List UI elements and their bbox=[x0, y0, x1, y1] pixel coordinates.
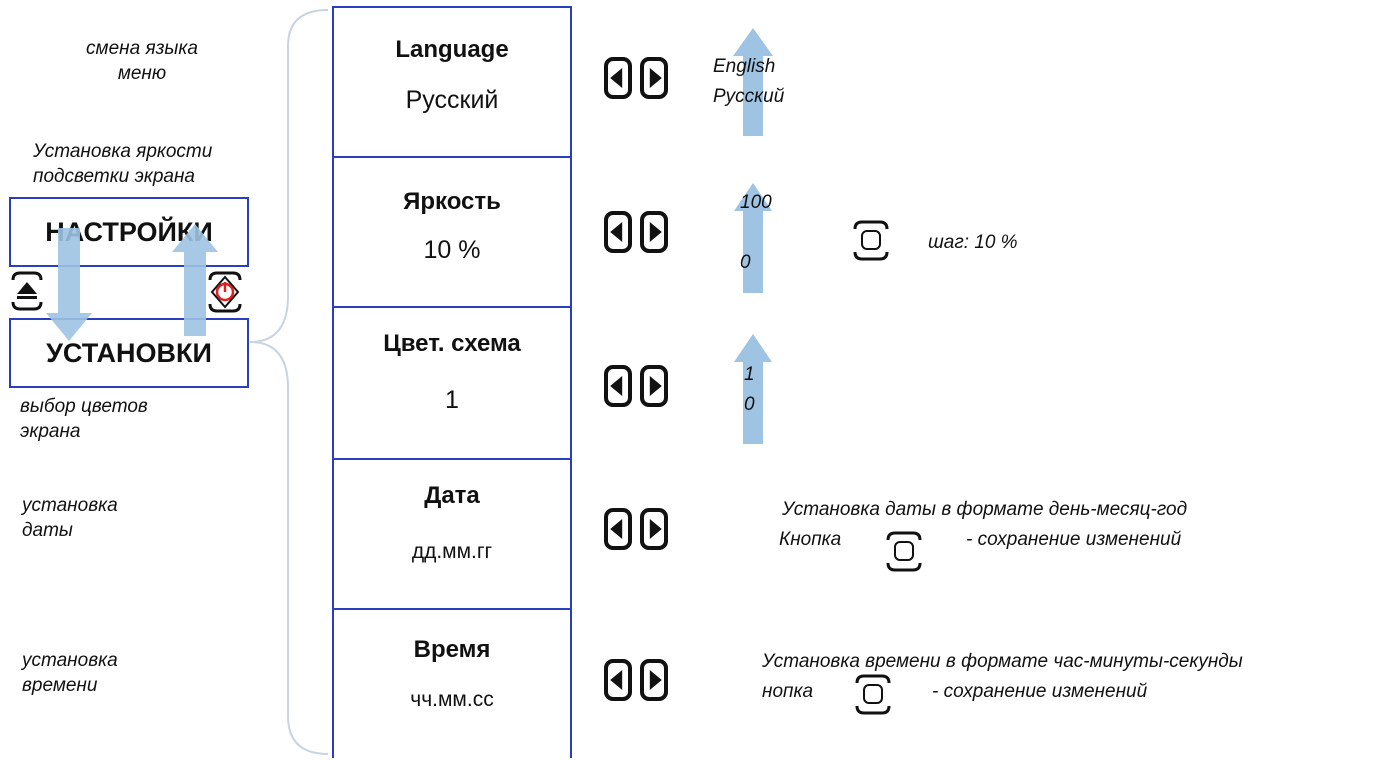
right-key-icon[interactable] bbox=[640, 508, 668, 550]
row-brightness-value: 10 % bbox=[423, 236, 481, 264]
language-scale-arrow bbox=[733, 28, 773, 136]
note-menu-language: смена языка меню bbox=[86, 38, 198, 84]
brace bbox=[249, 9, 329, 755]
scheme-max: 1 bbox=[744, 364, 755, 385]
row-language[interactable]: Language Русский bbox=[334, 8, 570, 158]
brightness-max: 100 bbox=[740, 192, 772, 213]
ok-key-icon[interactable] bbox=[886, 530, 922, 572]
left-right-keys-icon[interactable] bbox=[604, 659, 668, 701]
right-key-icon[interactable] bbox=[640, 659, 668, 701]
up-arrow bbox=[172, 224, 218, 336]
language-option-russian: Русский bbox=[713, 86, 785, 107]
row-brightness[interactable]: Яркость 10 % bbox=[334, 158, 570, 308]
ok-key-icon[interactable] bbox=[853, 219, 889, 261]
note-color-scheme: выбор цветов экрана bbox=[20, 396, 148, 442]
setup-menu-box[interactable]: УСТАНОВКИ bbox=[9, 318, 249, 388]
row-color-scheme-title: Цвет. схема bbox=[383, 330, 521, 357]
row-date[interactable]: Дата дд.мм.гг bbox=[334, 460, 570, 610]
right-key-icon[interactable] bbox=[640, 365, 668, 407]
row-time[interactable]: Время чч.мм.сс bbox=[334, 610, 570, 760]
date-note-line1: Установка даты в формате день-месяц-год bbox=[782, 499, 1188, 520]
right-key-icon[interactable] bbox=[640, 211, 668, 253]
time-note-button-label: нопка bbox=[762, 681, 814, 702]
power-key-icon[interactable] bbox=[206, 270, 244, 314]
left-key-icon[interactable] bbox=[604, 508, 632, 550]
time-note-line1: Установка времени в формате час-минуты-с… bbox=[762, 651, 1243, 672]
row-language-title: Language bbox=[395, 36, 509, 63]
up-key-icon[interactable] bbox=[10, 270, 44, 312]
row-color-scheme-value: 1 bbox=[445, 386, 459, 414]
row-date-title: Дата bbox=[424, 482, 480, 509]
row-date-value: дд.мм.гг bbox=[411, 540, 493, 563]
note-brightness: Установка яркости подсветки экрана bbox=[33, 141, 213, 187]
left-key-icon[interactable] bbox=[604, 365, 632, 407]
row-time-value: чч.мм.сс bbox=[410, 688, 494, 711]
brightness-scale-arrow bbox=[734, 183, 772, 293]
note-date: установка даты bbox=[22, 495, 118, 541]
ok-key-icon[interactable] bbox=[855, 673, 891, 715]
left-key-icon[interactable] bbox=[604, 659, 632, 701]
left-key-icon[interactable] bbox=[604, 211, 632, 253]
brightness-step: шаг: 10 % bbox=[928, 232, 1018, 253]
brightness-min: 0 bbox=[740, 252, 751, 273]
row-brightness-title: Яркость bbox=[403, 188, 501, 215]
left-right-keys-icon[interactable] bbox=[604, 508, 668, 550]
left-right-keys-icon[interactable] bbox=[604, 365, 668, 407]
language-option-english: English bbox=[713, 56, 776, 77]
scheme-min: 0 bbox=[744, 394, 755, 415]
down-arrow bbox=[46, 228, 92, 341]
date-note-button-label: Кнопка bbox=[779, 529, 842, 550]
left-right-keys-icon[interactable] bbox=[604, 211, 668, 253]
right-key-icon[interactable] bbox=[640, 57, 668, 99]
note-time: установка времени bbox=[22, 650, 118, 696]
date-note-save: - сохранение изменений bbox=[966, 529, 1182, 550]
scheme-scale-arrow bbox=[734, 334, 772, 444]
left-right-keys-icon[interactable] bbox=[604, 57, 668, 99]
setup-menu-label: УСТАНОВКИ bbox=[46, 337, 212, 368]
settings-panel: Language Русский Яркость 10 % Цвет. схем… bbox=[332, 6, 572, 758]
row-time-title: Время bbox=[413, 636, 491, 663]
time-note-save: - сохранение изменений bbox=[932, 681, 1148, 702]
row-language-value: Русский bbox=[405, 86, 499, 114]
row-color-scheme[interactable]: Цвет. схема 1 bbox=[334, 308, 570, 460]
left-key-icon[interactable] bbox=[604, 57, 632, 99]
